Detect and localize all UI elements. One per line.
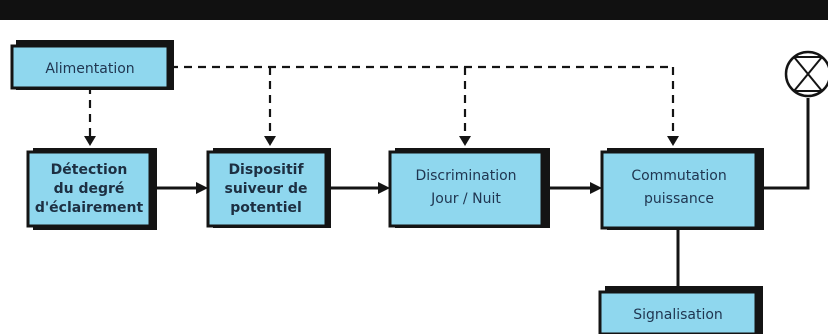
dispositif-label-line-1: Dispositif — [228, 162, 304, 178]
commutation-label-line-2: puissance — [644, 191, 714, 207]
supply-dashed-lines — [84, 65, 679, 146]
discrimination-box: Discrimination Jour / Nuit — [388, 148, 550, 228]
dispositif-label-line-2: suiveur de — [225, 181, 308, 197]
detection-label-line-3: d'éclairement — [35, 200, 144, 216]
commutation-box: Commutation puissance — [600, 148, 764, 230]
lamp-cross-icon — [784, 50, 828, 98]
alimentation-label: Alimentation — [45, 61, 134, 77]
commutation-label-line-1: Commutation — [631, 168, 726, 184]
top-border-bar — [0, 0, 828, 20]
signalisation-box: Signalisation — [598, 286, 763, 334]
discrimination-label-line-1: Discrimination — [415, 168, 516, 184]
alimentation-box: Alimentation — [10, 40, 174, 90]
signalisation-label: Signalisation — [633, 307, 723, 323]
detection-box: Détection du degré d'éclairement — [26, 148, 157, 230]
discrimination-label-line-2: Jour / Nuit — [430, 191, 501, 207]
signal-chain-arrows — [152, 98, 810, 294]
dispositif-box: Dispositif suiveur de potentiel — [206, 148, 331, 228]
dispositif-label-line-3: potentiel — [230, 200, 302, 216]
detection-label-line-1: Détection — [51, 162, 128, 178]
detection-label-line-2: du degré — [54, 181, 125, 197]
